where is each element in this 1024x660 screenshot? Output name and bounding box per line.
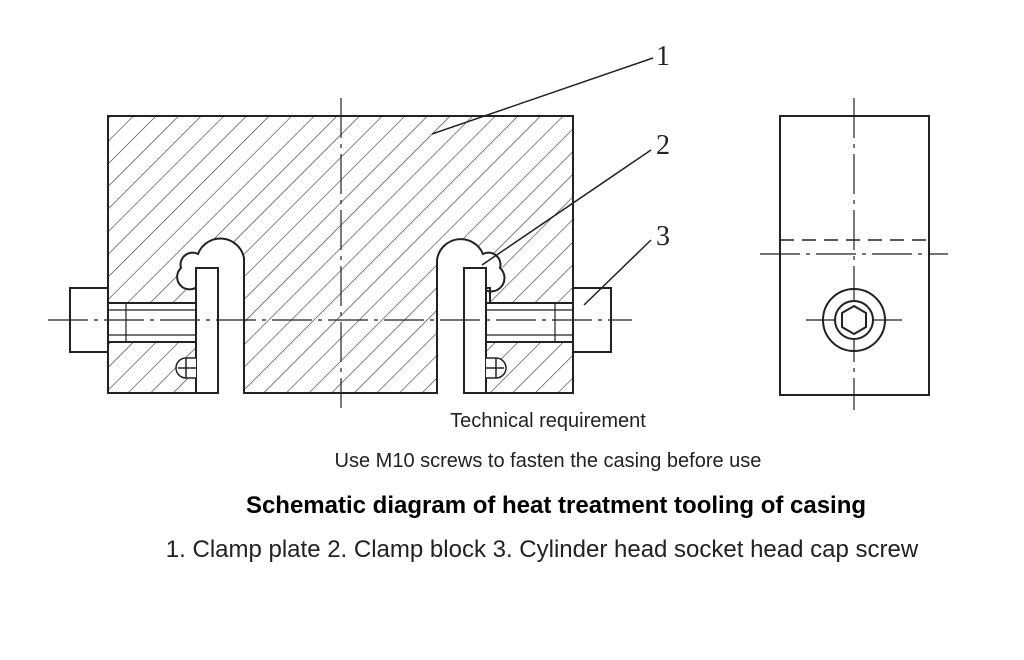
centerlines: [48, 98, 632, 408]
clamp-block-left: [195, 267, 219, 394]
callout-number-1: 1: [656, 41, 670, 72]
callout-leaders: [431, 57, 654, 306]
hex-socket-icon: [841, 304, 867, 336]
technical-requirement-heading: Technical requirement: [450, 410, 646, 432]
figure-legend: 1. Clamp plate 2. Clamp block 3. Cylinde…: [165, 536, 919, 563]
clamp-block-right: [463, 267, 487, 394]
technical-requirement-text: Use M10 screws to fasten the casing befo…: [334, 450, 762, 472]
screw-head-outer-circle: [822, 288, 886, 352]
leader-1: [431, 57, 654, 135]
leader-2: [481, 149, 652, 266]
figure-title: Schematic diagram of heat treatment tool…: [245, 492, 867, 519]
callout-number-3: 3: [656, 221, 670, 252]
lower-right-relief: [486, 357, 507, 379]
lower-left-relief: [175, 357, 196, 379]
front-section-view: [48, 98, 632, 408]
side-view: [760, 98, 948, 410]
leader-3: [583, 239, 652, 306]
callout-number-2: 2: [656, 130, 670, 161]
clamp-plate: [107, 115, 574, 394]
